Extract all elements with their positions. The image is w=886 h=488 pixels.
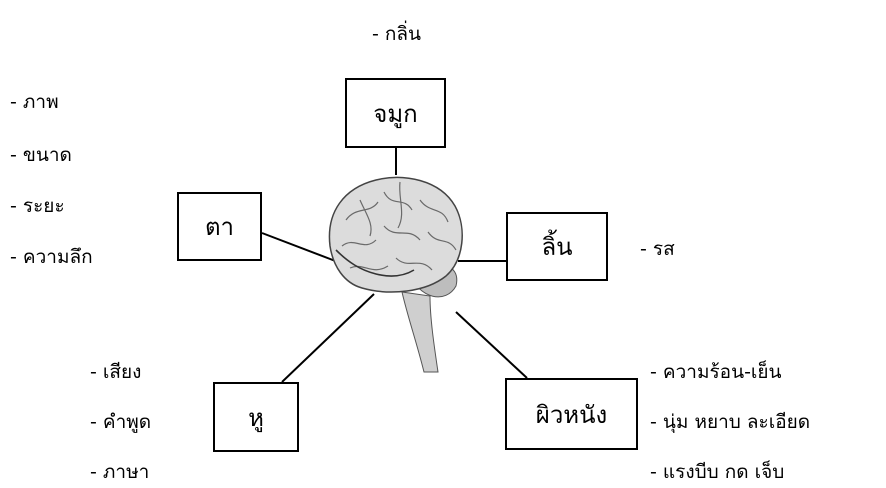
brain-folds: [335, 181, 457, 277]
organ-box-skin: ผิวหนัง: [505, 378, 638, 450]
sense-ear-language: - ภาษา: [90, 461, 150, 483]
sense-ear-speech: - คำพูด: [90, 411, 152, 433]
sense-skin-temperature: - ความร้อน-เย็น: [650, 361, 782, 383]
brain-stem: [401, 291, 439, 373]
sense-nose-smell: - กลิ่น: [372, 23, 422, 45]
organ-box-ear: หู: [213, 382, 299, 452]
organ-label-skin: ผิวหนัง: [535, 400, 608, 429]
organ-box-tongue: ลิ้น: [506, 212, 608, 281]
sense-ear-sound: - เสียง: [90, 361, 142, 383]
connector-eye: [261, 232, 339, 263]
sense-eye-image: - ภาพ: [10, 91, 59, 113]
brain-icon: [328, 176, 463, 373]
organ-label-eye: ตา: [204, 213, 235, 241]
sense-eye-depth: - ความลึก: [10, 246, 93, 268]
sense-tongue-taste: - รส: [640, 238, 675, 260]
sense-eye-distance: - ระยะ: [10, 195, 65, 217]
organ-box-eye: ตา: [177, 192, 262, 261]
sense-skin-texture: - นุ่ม หยาบ ละเอียด: [650, 411, 811, 433]
organ-label-tongue: ลิ้น: [541, 233, 573, 261]
organ-label-ear: หู: [248, 403, 264, 432]
connector-skin: [455, 311, 528, 379]
connector-ear: [281, 293, 375, 383]
organ-box-nose: จมูก: [345, 78, 446, 148]
sense-eye-size: - ขนาด: [10, 144, 72, 166]
sense-skin-pressure: - แรงบีบ กด เจ็บ: [650, 461, 785, 483]
organ-label-nose: จมูก: [373, 99, 418, 128]
brain-cerebrum: [328, 176, 463, 293]
